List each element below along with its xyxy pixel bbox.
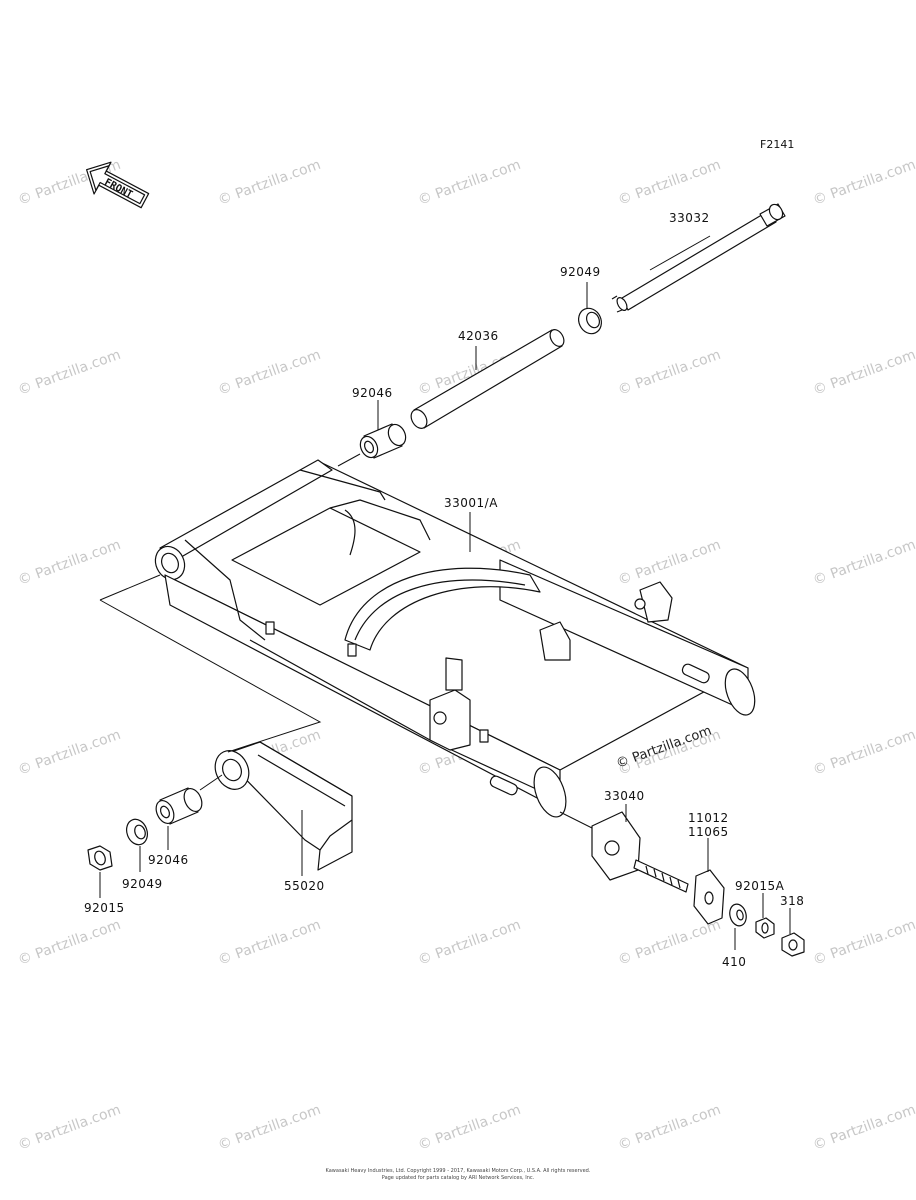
watermark: © Partzilla.com: [811, 347, 916, 399]
label-410[interactable]: 410: [722, 955, 746, 969]
watermark: © Partzilla.com: [16, 917, 123, 969]
watermark: © Partzilla.com: [16, 1102, 123, 1154]
bearing-92046-top[interactable]: [357, 422, 409, 461]
part-labels: 33032 92049 42036 92046 33001/A 33040 11…: [84, 211, 804, 969]
label-92046-top[interactable]: 92046: [352, 386, 393, 400]
label-92015[interactable]: 92015: [84, 901, 125, 915]
figure-id: F2141: [760, 138, 794, 151]
bearing-92046-bottom[interactable]: [153, 786, 206, 827]
watermark: © Partzilla.com: [616, 347, 723, 399]
nut-92015A[interactable]: [755, 917, 775, 939]
watermark: © Partzilla.com: [811, 917, 916, 969]
copyright-line-2: Page updated for parts catalog by ARI Ne…: [382, 1175, 535, 1181]
collar-92049-top[interactable]: [575, 305, 606, 338]
watermark: © Partzilla.com: [16, 347, 123, 399]
nut-318[interactable]: [781, 932, 805, 957]
label-55020[interactable]: 55020: [284, 879, 325, 893]
label-92046-bottom[interactable]: 92046: [148, 853, 189, 867]
label-92015A[interactable]: 92015A: [735, 879, 785, 893]
watermark: © Partzilla.com: [616, 157, 723, 209]
label-92049-bottom[interactable]: 92049: [122, 877, 163, 891]
label-11065[interactable]: 11065: [688, 825, 729, 839]
watermark: © Partzilla.com: [16, 727, 123, 779]
copyright-line: Kawasaki Heavy Industries, Ltd. Copyrigh…: [326, 1168, 591, 1174]
watermark: © Partzilla.com: [811, 1102, 916, 1154]
watermark: © Partzilla.com: [416, 1102, 523, 1154]
watermark: © Partzilla.com: [216, 157, 323, 209]
label-33040[interactable]: 33040: [604, 789, 645, 803]
tube-42036[interactable]: [408, 327, 567, 431]
label-42036[interactable]: 42036: [458, 329, 499, 343]
leader-lines: [99, 235, 791, 950]
watermark: © Partzilla.com: [216, 917, 323, 969]
label-318[interactable]: 318: [780, 894, 804, 908]
label-11012[interactable]: 11012: [688, 811, 729, 825]
label-92049-top[interactable]: 92049: [560, 265, 601, 279]
watermark: © Partzilla.com: [616, 1102, 723, 1154]
nut-92015[interactable]: [87, 845, 113, 871]
watermark: © Partzilla.com: [216, 347, 323, 399]
watermark: © Partzilla.com: [416, 157, 523, 209]
watermark: © Partzilla.com: [616, 917, 723, 969]
washer-410[interactable]: [727, 902, 748, 927]
watermark: © Partzilla.com: [811, 157, 916, 209]
chain-adjuster-33040[interactable]: [591, 811, 689, 893]
watermark: © Partzilla.com: [811, 727, 916, 779]
label-33032[interactable]: 33032: [669, 211, 710, 225]
collar-92049-bottom[interactable]: [123, 816, 151, 847]
watermark: © Partzilla.com: [216, 1102, 323, 1154]
swingarm-33001A[interactable]: [150, 459, 760, 821]
pivot-shaft-33032[interactable]: [611, 202, 786, 313]
watermark: © Partzilla.com: [616, 537, 723, 589]
plate-11012-11065[interactable]: [693, 869, 725, 925]
watermark: © Partzilla.com: [811, 537, 916, 589]
label-33001A[interactable]: 33001/A: [444, 496, 498, 510]
watermark: © Partzilla.com: [416, 917, 523, 969]
watermark: © Partzilla.com: [16, 537, 123, 589]
chain-case-55020[interactable]: [209, 741, 353, 871]
